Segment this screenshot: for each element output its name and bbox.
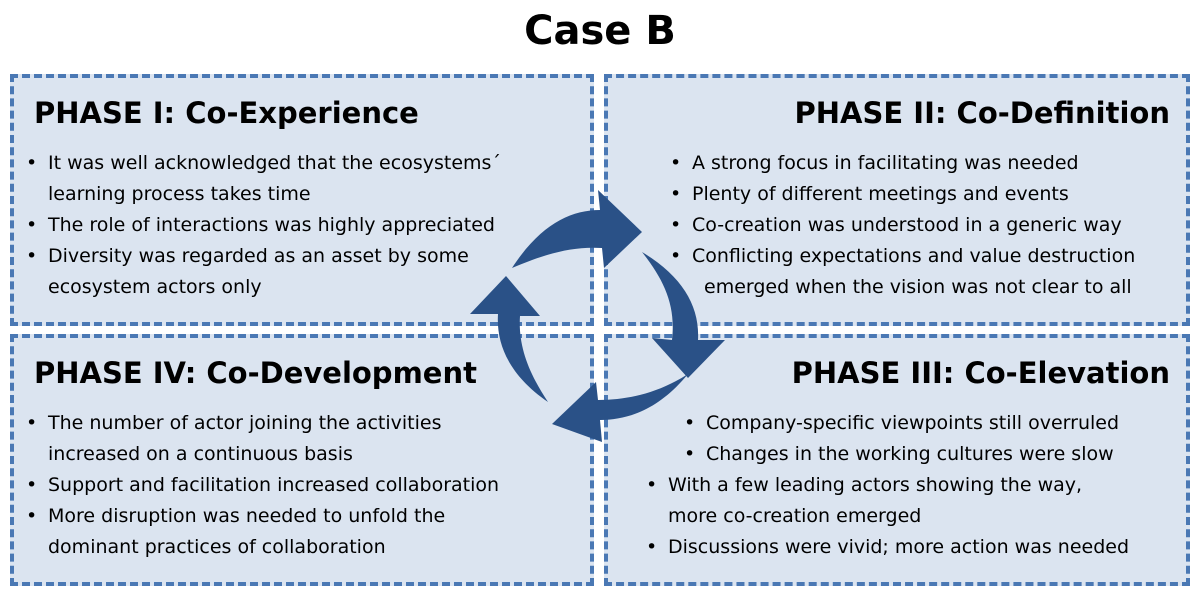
list-item-continuation: dominant practices of collaboration — [48, 536, 386, 558]
phase-3-list: Company-specific viewpoints still overru… — [638, 408, 1129, 563]
list-item: Discussions were vivid; more action was … — [638, 532, 1129, 563]
list-item-continuation: increased on a continuous basis — [48, 443, 353, 465]
diagram-title: Case B — [524, 8, 676, 54]
list-item: Co-creation was understood in a generic … — [662, 210, 1135, 241]
phase-1-heading: PHASE I: Co-Experience — [34, 96, 419, 130]
list-item: Diversity was regarded as an asset by so… — [18, 241, 501, 272]
list-item-continuation: emerged when the vision was not clear to… — [704, 276, 1132, 298]
list-item: It was well acknowledged that the ecosys… — [18, 148, 501, 179]
list-item: More disruption was needed to unfold the — [18, 501, 499, 532]
phase-3-heading: PHASE III: Co-Elevation — [791, 356, 1170, 390]
list-item: Company-specific viewpoints still overru… — [676, 408, 1129, 439]
phase-2-panel: PHASE II: Co-Definition A strong focus i… — [604, 74, 1190, 326]
list-item: Support and facilitation increased colla… — [18, 470, 499, 501]
phase-2-heading: PHASE II: Co-Definition — [794, 96, 1170, 130]
phase-1-panel: PHASE I: Co-Experience It was well ackno… — [10, 74, 594, 326]
list-item: Plenty of different meetings and events — [662, 179, 1135, 210]
list-item: Conflicting expectations and value destr… — [662, 241, 1135, 272]
phase-4-heading: PHASE IV: Co-Development — [34, 356, 477, 390]
list-item-continuation: learning process takes time — [48, 183, 311, 205]
list-item: With a few leading actors showing the wa… — [638, 470, 1129, 501]
phase-2-list: A strong focus in facilitating was neede… — [662, 148, 1135, 303]
phase-4-list: The number of actor joining the activiti… — [18, 408, 499, 563]
phase-1-list: It was well acknowledged that the ecosys… — [18, 148, 501, 303]
list-item-continuation: more co-creation emerged — [668, 505, 922, 527]
phase-4-panel: PHASE IV: Co-Development The number of a… — [10, 334, 594, 586]
list-item: The role of interactions was highly appr… — [18, 210, 501, 241]
list-item: A strong focus in facilitating was neede… — [662, 148, 1135, 179]
list-item: The number of actor joining the activiti… — [18, 408, 499, 439]
list-item: Changes in the working cultures were slo… — [676, 439, 1129, 470]
phase-3-panel: PHASE III: Co-Elevation Company-specific… — [604, 334, 1190, 586]
list-item-continuation: ecosystem actors only — [48, 276, 262, 298]
